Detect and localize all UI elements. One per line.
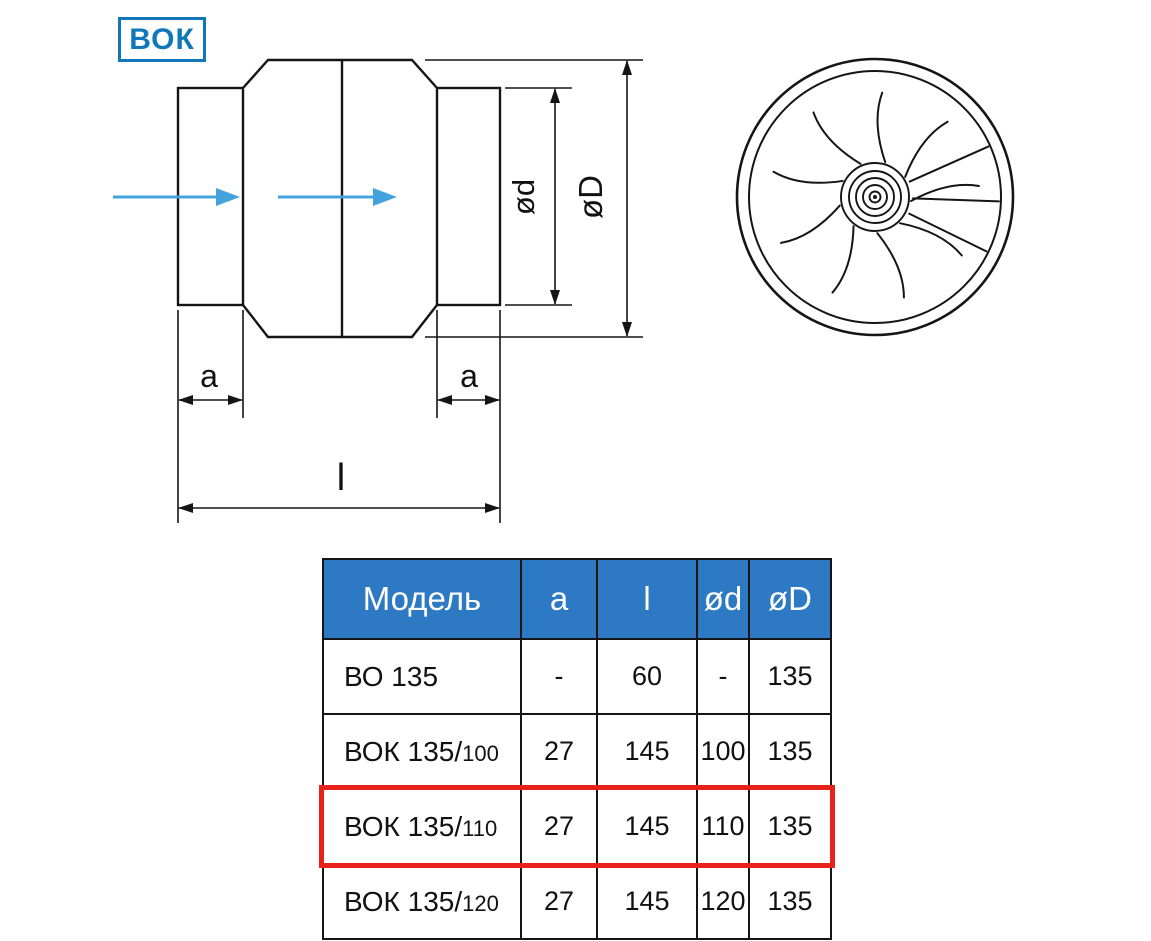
dimension-label-a-right: a <box>460 358 478 394</box>
header-d: ød <box>696 558 750 640</box>
cell-d: 110 <box>696 788 750 865</box>
table-row: ВОК 135/110 27 145 110 135 <box>319 785 835 868</box>
technical-drawing: ød øD a a l <box>113 57 1015 523</box>
cell-a: 27 <box>520 863 598 940</box>
bok-logo-label: ВОК <box>129 22 195 56</box>
dimension-label-d: ød <box>506 179 541 215</box>
cell-model: ВОК 135/120 <box>322 863 522 940</box>
front-view <box>735 57 1015 337</box>
fan-body-bottom <box>242 304 438 339</box>
inner-ring <box>748 70 1002 324</box>
cell-a: - <box>520 638 598 715</box>
cell-model: ВОК 135/110 <box>322 788 522 865</box>
dimension-a-right <box>436 310 501 523</box>
cell-l: 145 <box>596 863 698 940</box>
cell-model: ВОК 135/100 <box>322 713 522 790</box>
right-duct <box>435 86 502 307</box>
airflow-arrow-center <box>278 188 397 206</box>
fan-body-top <box>242 58 438 89</box>
dimension-label-a-left: a <box>200 358 218 394</box>
spec-table-container: Модель a l ød øD ВО 135 - 60 - 135 ВОК 1… <box>319 558 835 940</box>
cell-D: 135 <box>748 788 832 865</box>
cell-l: 145 <box>596 713 698 790</box>
cell-d: 120 <box>696 863 750 940</box>
cell-a: 27 <box>520 788 598 865</box>
cell-D: 135 <box>748 713 832 790</box>
bok-logo: ВОК <box>118 17 206 62</box>
table-row: ВОК 135/100 27 145 100 135 <box>322 713 832 790</box>
cell-d: - <box>696 638 750 715</box>
table-header-row: Модель a l ød øD <box>322 558 832 640</box>
airflow-arrow-left <box>113 188 240 206</box>
header-model: Модель <box>322 558 522 640</box>
cell-D: 135 <box>748 863 832 940</box>
cell-d: 100 <box>696 713 750 790</box>
hub-rings <box>840 162 910 232</box>
header-l: l <box>596 558 698 640</box>
cell-l: 60 <box>596 638 698 715</box>
dimension-a-left <box>177 310 244 523</box>
impeller-blades <box>772 91 1000 299</box>
outer-ring <box>735 57 1015 337</box>
dimension-d <box>505 87 572 306</box>
cell-model: ВО 135 <box>322 638 522 715</box>
dimension-D <box>425 59 643 338</box>
header-D: øD <box>748 558 832 640</box>
table-row: ВОК 135/120 27 145 120 135 <box>322 863 832 940</box>
cell-a: 27 <box>520 713 598 790</box>
dimension-label-D: øD <box>572 175 609 219</box>
header-a: a <box>520 558 598 640</box>
dimension-label-l: l <box>337 457 345 499</box>
spec-table: Модель a l ød øD ВО 135 - 60 - 135 ВОК 1… <box>319 558 835 940</box>
cell-l: 145 <box>596 788 698 865</box>
cell-D: 135 <box>748 638 832 715</box>
table-row: ВО 135 - 60 - 135 <box>322 638 832 715</box>
